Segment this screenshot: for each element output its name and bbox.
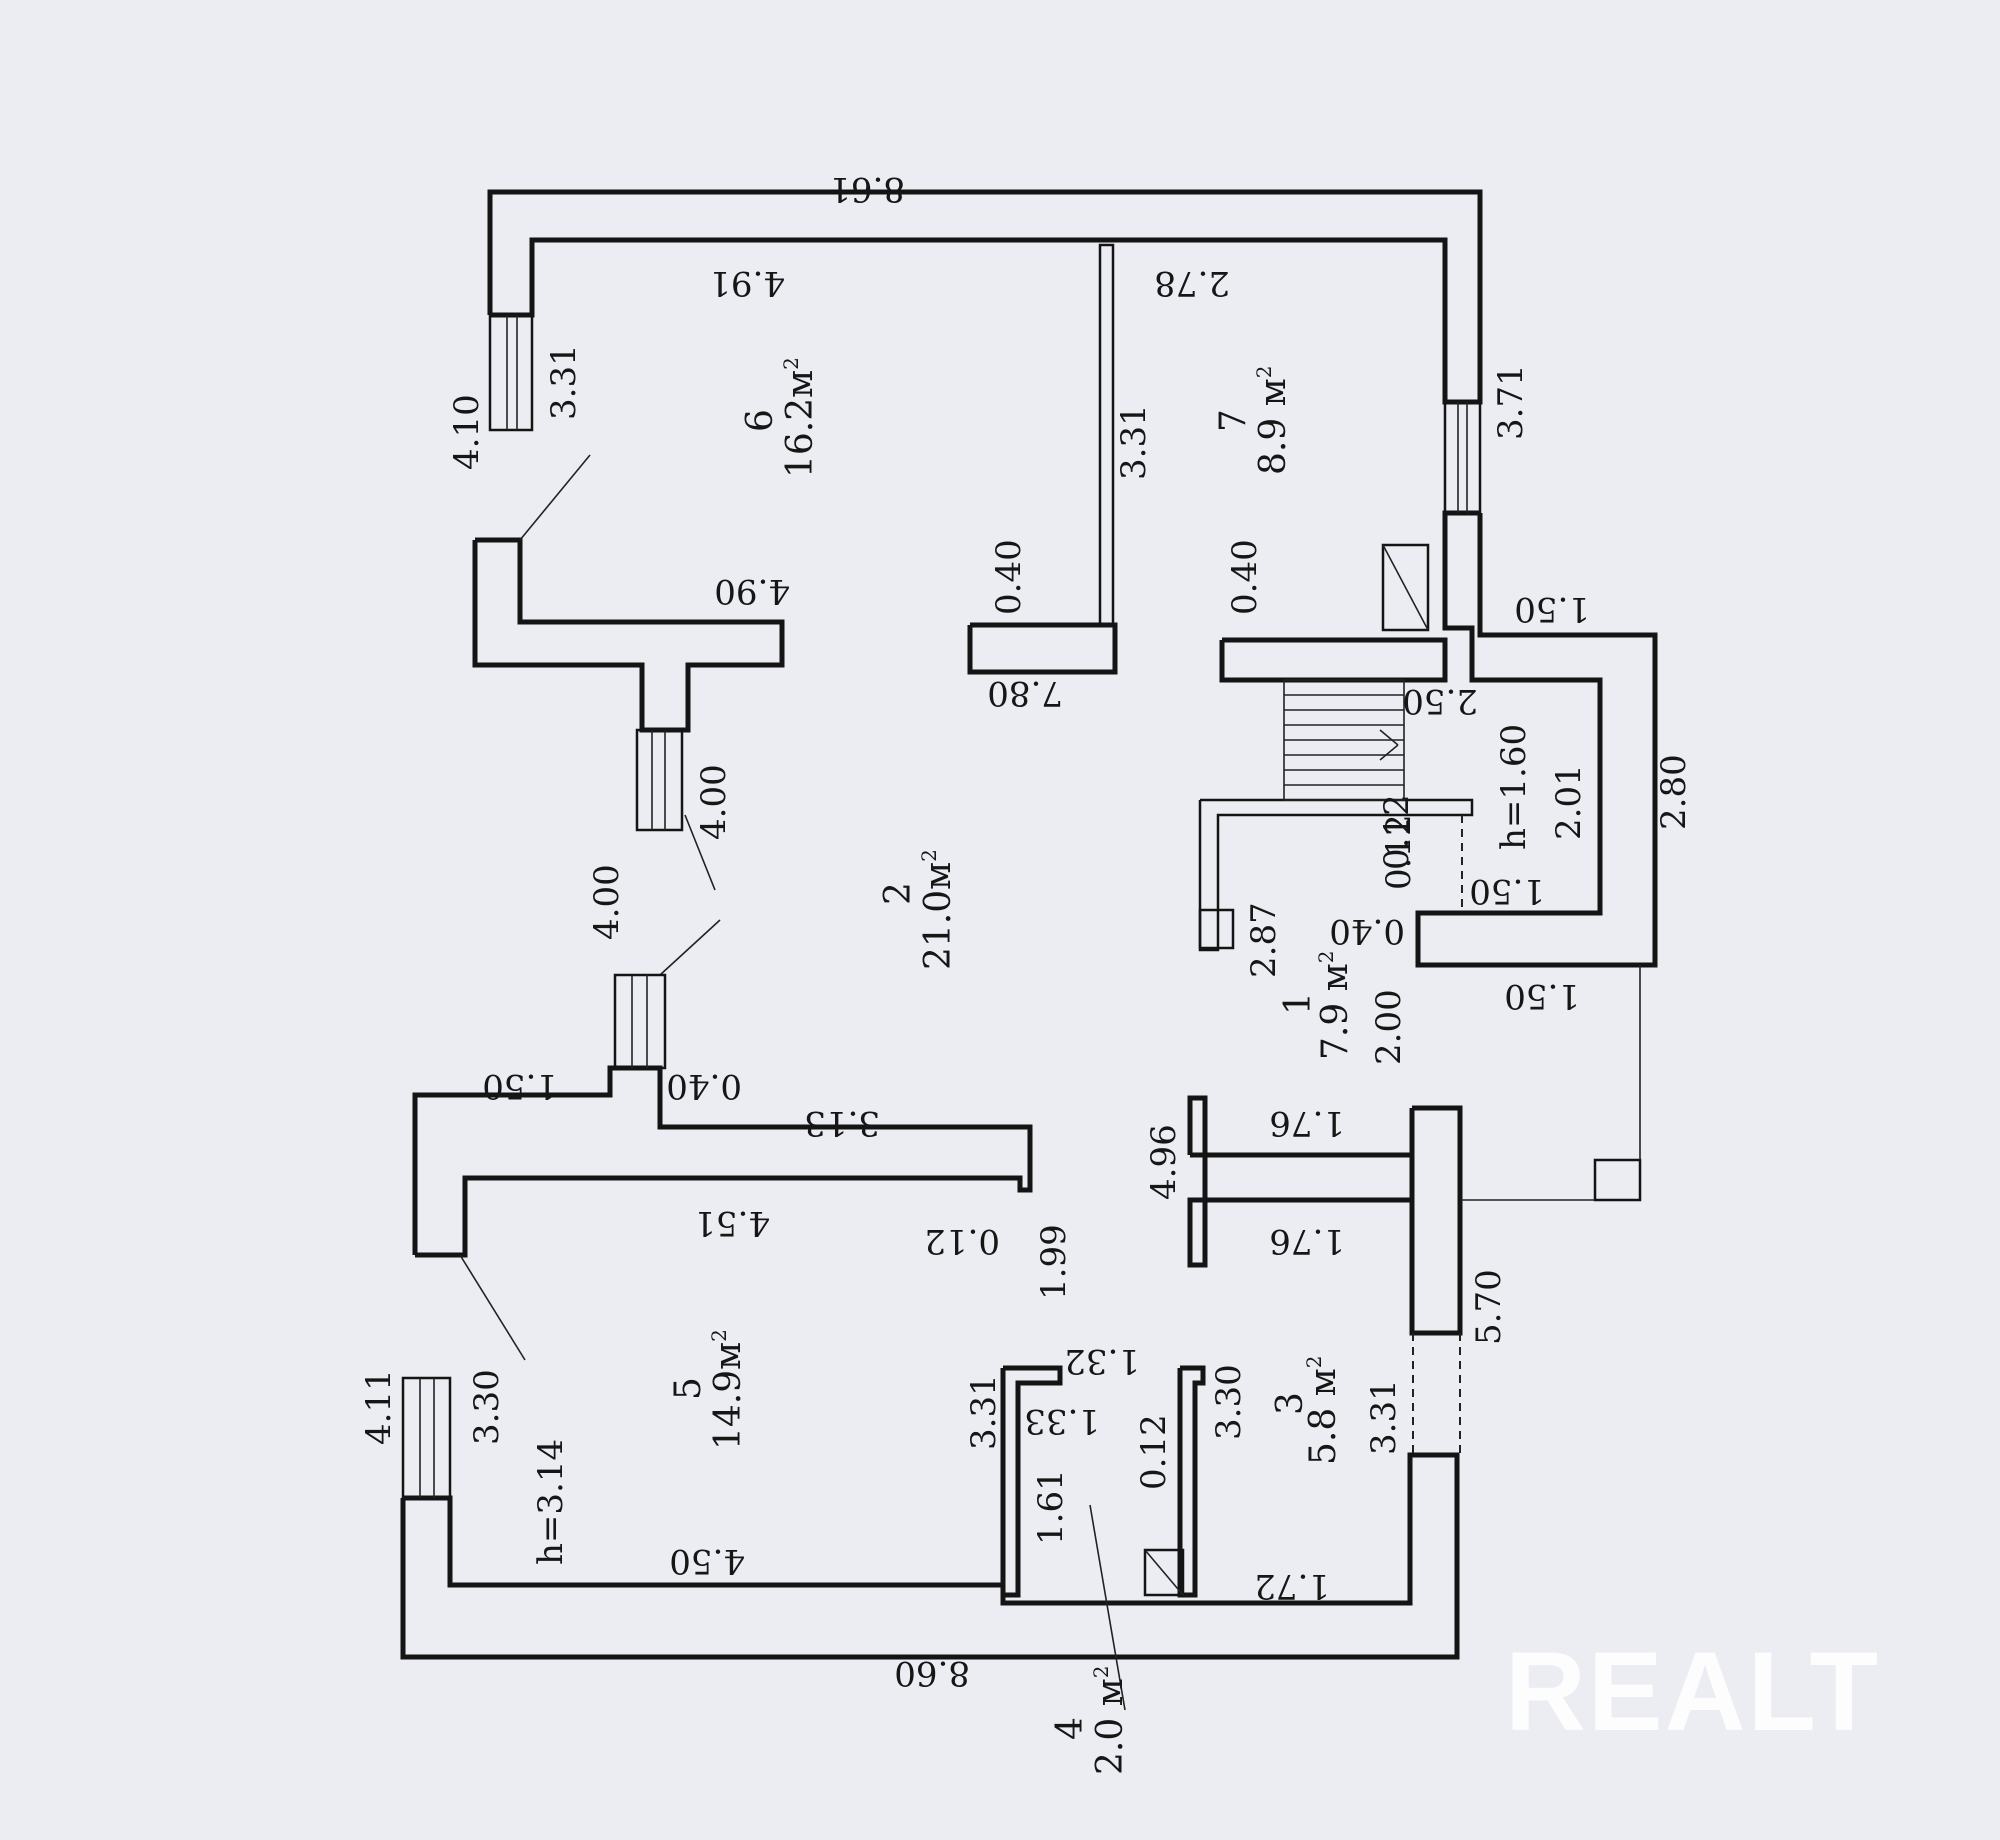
dimension-label: 8.60 [894, 1653, 970, 1693]
room-2-number: 2 [878, 882, 919, 905]
room-3-area: 5.8 м2 [1302, 1356, 1344, 1465]
room-labels: 1 7.9 м2 2 21.0м2 3 5.8 м2 4 2.0 м2 5 14… [668, 357, 1356, 1775]
dimension-label: 3.71 [1491, 364, 1531, 440]
room-4-area: 2.0 м2 [1089, 1666, 1131, 1775]
dimension-label: 1.33 [1024, 1401, 1100, 1441]
dimension-label: 4.91 [709, 263, 785, 303]
dimension-label: 4.96 [1144, 1124, 1184, 1200]
room-6-area: 16.2м2 [779, 357, 821, 478]
dimension-label: 7.80 [987, 673, 1063, 713]
dimension-label: 3.13 [804, 1103, 880, 1143]
dimension-label: 1.50 [1514, 589, 1590, 629]
dimension-label: 4.50 [669, 1541, 745, 1581]
room-1-number: 1 [1278, 992, 1319, 1015]
dimension-label: 3.31 [1364, 1379, 1404, 1455]
dimension-label: 1.76 [1269, 1103, 1345, 1143]
dimension-label: 3.31 [964, 1374, 1004, 1450]
realt-watermark: REALT [1505, 1629, 1880, 1754]
dimension-label: 0.40 [1329, 911, 1405, 951]
dimension-label: 4.90 [714, 571, 790, 611]
dimension-label: 1.61 [1031, 1469, 1071, 1545]
dimension-label: 1.32 [1064, 1341, 1140, 1381]
room-5-number: 5 [668, 1377, 709, 1400]
dimension-label: 5.70 [1469, 1269, 1509, 1345]
dimension-label: 0.40 [1225, 539, 1265, 615]
dimension-label: 0.12 [924, 1221, 1000, 1261]
room-1-area: 7.9 м2 [1314, 951, 1356, 1060]
dimension-label: 2.87 [1244, 902, 1284, 978]
dimension-label: 4.11 [359, 1369, 399, 1445]
dimension-label: 2.50 [1402, 681, 1478, 721]
dimension-label: 3.30 [1209, 1364, 1249, 1440]
dimension-label: 0.12 [1377, 794, 1417, 870]
room-5-area: 14.9м2 [707, 1329, 749, 1450]
dimension-label: 2.78 [1154, 263, 1230, 303]
dimension-label: 8.61 [829, 169, 905, 209]
dimension-label: 2.80 [1654, 754, 1694, 830]
dimension-label: 3.30 [467, 1369, 507, 1445]
room-2-area: 21.0м2 [917, 849, 959, 970]
walls [400, 189, 1658, 1711]
dimension-label: 0.12 [1134, 1414, 1174, 1490]
room-6-number: 6 [740, 409, 781, 432]
dimension-label: 2.01 [1549, 764, 1589, 840]
dimension-label: 4.10 [447, 394, 487, 470]
room-3-number: 3 [1270, 1392, 1311, 1415]
dimension-label: 1.50 [482, 1066, 558, 1106]
dimension-label: h=1.60 [1494, 724, 1534, 850]
dimension-label: 4.51 [694, 1203, 770, 1243]
dimension-label: 0.40 [989, 539, 1029, 615]
dimension-label: 1.76 [1269, 1221, 1345, 1261]
dimension-labels: 8.61 4.91 2.78 4.10 3.31 3.71 3.31 0.40 … [359, 169, 1694, 1693]
dimension-label: 1.50 [1469, 871, 1545, 911]
dimension-label: 2.00 [1369, 989, 1409, 1065]
dimension-label: 1.72 [1254, 1566, 1330, 1606]
room-7-number: 7 [1213, 409, 1254, 432]
dimension-label: 3.31 [544, 344, 584, 420]
dimension-label: 4.00 [694, 764, 734, 840]
dimension-label: 3.31 [1114, 404, 1154, 480]
dimension-label: h=3.14 [531, 1439, 571, 1565]
dimension-label: 1.99 [1034, 1224, 1074, 1300]
room-7-area: 8.9 м2 [1252, 366, 1294, 475]
dimension-label: 4.00 [587, 864, 627, 940]
dimension-label: 1.50 [1504, 976, 1580, 1016]
room-4-number: 4 [1050, 1717, 1091, 1740]
dimension-label: 0.12 [1379, 814, 1419, 890]
dimension-label: 0.40 [666, 1066, 742, 1106]
